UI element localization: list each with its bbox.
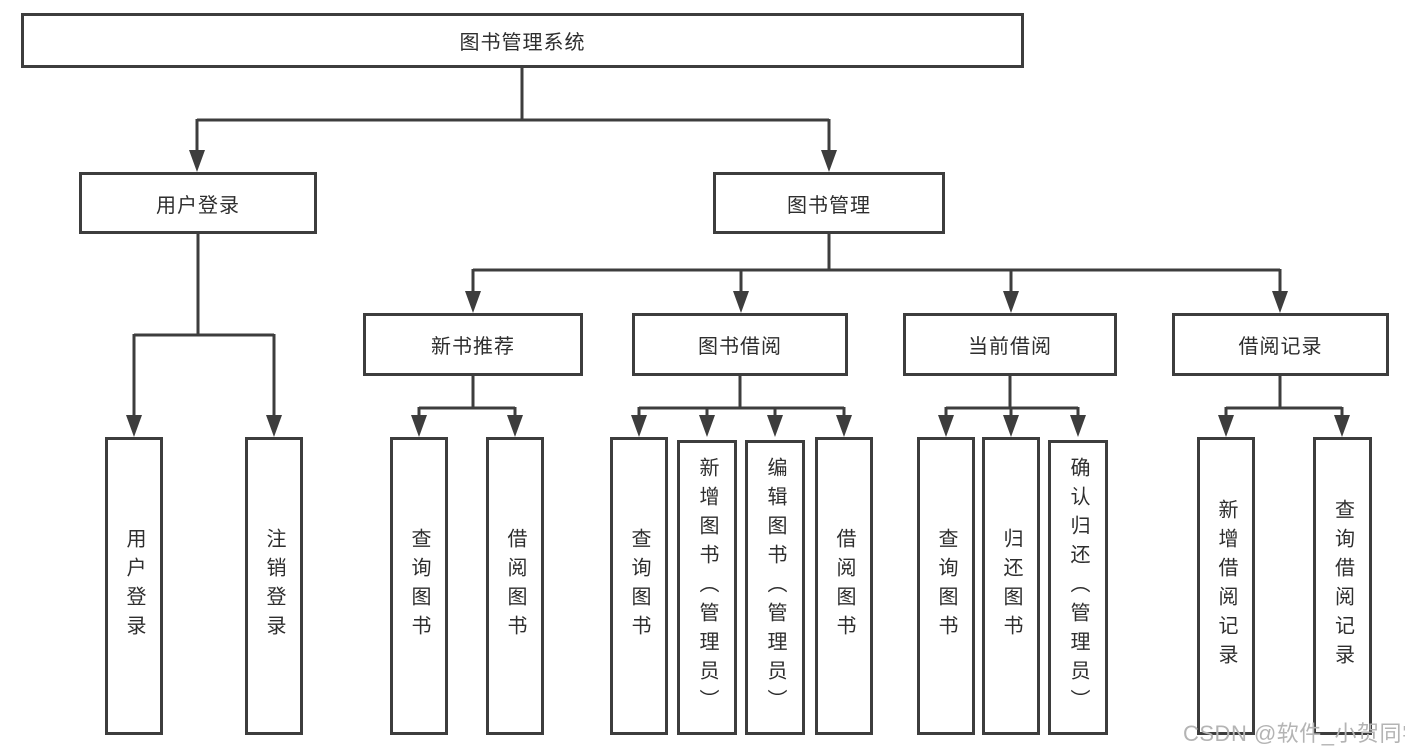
node-book-borrow: 图书借阅 [632,313,848,376]
leaf-borrow-query-books-label: 查询图书 [628,528,650,644]
node-borrow-records: 借阅记录 [1172,313,1389,376]
leaf-records-add-record: 新增借阅记录 [1197,437,1255,735]
leaf-records-query-record-label: 查询借阅记录 [1331,499,1354,673]
leaf-logout: 注销登录 [245,437,303,735]
leaf-current-query-books-label: 查询图书 [935,528,957,644]
leaf-current-return-books: 归还图书 [982,437,1040,735]
leaf-borrow-edit-books-admin: 编辑图书（管理员） [745,440,805,735]
leaf-borrow-borrow-books-label: 借阅图书 [833,528,855,644]
leaf-logout-label: 注销登录 [263,528,285,644]
leaf-borrow-query-books: 查询图书 [610,437,668,735]
leaf-newbook-query-books: 查询图书 [390,437,448,735]
leaf-records-add-record-label: 新增借阅记录 [1215,499,1237,673]
leaf-current-query-books: 查询图书 [917,437,975,735]
csdn-watermark: CSDN @软件_小贺同学 [1183,721,1405,746]
leaf-newbook-borrow-books-label: 借阅图书 [504,528,526,644]
node-current-borrow: 当前借阅 [903,313,1117,376]
node-book-management: 图书管理 [713,172,945,234]
leaf-current-confirm-return-admin: 确认归还（管理员） [1048,440,1108,735]
leaf-borrow-add-books-admin: 新增图书（管理员） [677,440,737,735]
leaf-borrow-add-books-admin-label: 新增图书（管理员） [696,457,718,718]
node-user-login: 用户登录 [79,172,317,234]
leaf-borrow-edit-books-admin-label: 编辑图书（管理员） [764,457,786,718]
leaf-records-query-record: 查询借阅记录 [1313,437,1372,735]
leaf-newbook-borrow-books: 借阅图书 [486,437,544,735]
node-root-system: 图书管理系统 [21,13,1024,68]
leaf-current-return-books-label: 归还图书 [1000,528,1022,644]
leaf-borrow-borrow-books: 借阅图书 [815,437,873,735]
leaf-newbook-query-books-label: 查询图书 [408,528,430,644]
node-new-book-recommend: 新书推荐 [363,313,583,376]
arrowheads [126,150,1350,437]
leaf-current-confirm-return-admin-label: 确认归还（管理员） [1067,457,1089,718]
leaf-user-login: 用户登录 [105,437,163,735]
leaf-user-login-label: 用户登录 [123,528,145,644]
